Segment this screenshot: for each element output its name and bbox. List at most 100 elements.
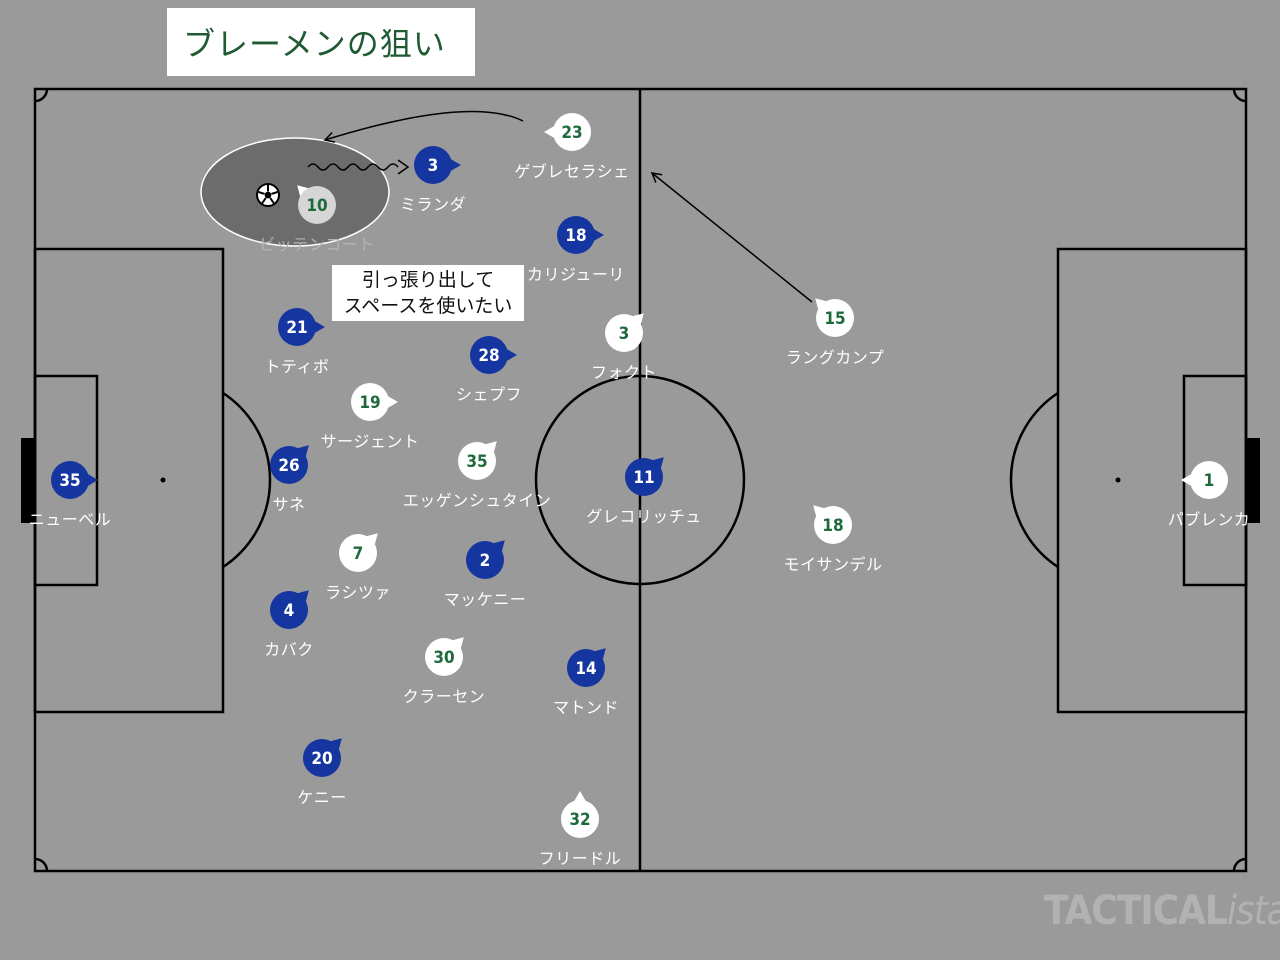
run-arrow: [323, 110, 524, 143]
player-token: [605, 314, 643, 352]
player-name: クラーセン: [403, 687, 486, 706]
player-number: 30: [433, 648, 454, 668]
dribble-arrowhead: [397, 159, 410, 175]
corner-arc: [34, 857, 49, 872]
watermark-main: TACTICAL: [1044, 888, 1228, 934]
player-marker: 14 マトンド: [553, 648, 619, 717]
watermark-suffix: ista: [1226, 888, 1280, 934]
player-token: [351, 383, 389, 421]
player-name: フォクト: [591, 363, 657, 382]
corner-arc: [1232, 857, 1247, 872]
player-token: [298, 186, 336, 224]
player-number: 1: [1204, 471, 1215, 491]
player-name: ニューベル: [29, 510, 112, 529]
player-number: 18: [565, 226, 586, 246]
player-marker: 10 ビッテンコート: [259, 185, 375, 254]
player-marker: 26 サネ: [270, 445, 309, 514]
dribble-wavy-line: [307, 163, 399, 171]
watermark-logo: TACTICALista: [1044, 888, 1280, 944]
player-token: [561, 800, 599, 838]
player-number: 14: [575, 659, 596, 679]
penalty-arc-right: [1009, 391, 1059, 569]
player-number: 15: [824, 309, 845, 329]
player-marker: 35 ニューベル: [29, 461, 112, 529]
player-name: モイサンデル: [783, 555, 882, 574]
player-token: [425, 638, 463, 676]
player-number: 20: [311, 749, 332, 769]
player-token: [414, 146, 452, 184]
player-token: [339, 534, 377, 572]
penalty-spot-left: [160, 477, 166, 483]
player-number: 23: [561, 123, 582, 143]
player-name: シェプフ: [456, 385, 522, 404]
corner-arc: [1232, 88, 1247, 103]
player-token: [278, 308, 316, 346]
player-name: カリジューリ: [527, 265, 625, 284]
player-name: マトンド: [553, 698, 619, 717]
player-marker: 7 ラシツァ: [325, 533, 391, 602]
player-number: 21: [286, 318, 307, 338]
goal-right: [1246, 438, 1260, 523]
player-number: 26: [278, 456, 299, 476]
player-marker: 35 エッゲンシュタイン: [403, 441, 552, 510]
player-name: サネ: [272, 495, 305, 514]
player-marker: 19 サージェント: [321, 383, 420, 451]
player-number: 3: [619, 324, 630, 344]
player-marker: 21 トティボ: [264, 308, 329, 376]
player-name: ケニー: [297, 788, 347, 807]
player-token: [557, 216, 595, 254]
player-name: カバク: [264, 640, 314, 659]
annotation-note: 引っ張り出して スペースを使いたい: [332, 265, 524, 321]
player-name: トティボ: [264, 357, 329, 376]
player-name: サージェント: [321, 432, 420, 451]
player-number: 2: [480, 551, 491, 571]
run-arrow: [650, 172, 813, 303]
penalty-spot-right: [1115, 477, 1121, 483]
player-token: [458, 442, 496, 480]
goal-left: [21, 438, 35, 523]
player-name: フリードル: [539, 849, 622, 868]
player-token: [553, 113, 591, 151]
player-marker: 1 パブレンカ: [1168, 461, 1251, 529]
player-token: [270, 591, 308, 629]
player-number: 3: [428, 156, 439, 176]
player-name: ラシツァ: [325, 583, 391, 602]
player-token: [1190, 461, 1228, 499]
player-number: 35: [59, 471, 80, 491]
penalty-arc-left: [222, 391, 272, 569]
player-name: ミランダ: [400, 195, 466, 214]
player-name: ビッテンコート: [259, 235, 375, 254]
player-marker: 30 クラーセン: [403, 637, 486, 706]
player-number: 10: [306, 196, 327, 216]
player-token: [470, 336, 508, 374]
diagram-title: ブレーメンの狙い: [167, 8, 475, 76]
player-name: エッゲンシュタイン: [403, 491, 552, 510]
player-token: [270, 446, 308, 484]
player-number: 35: [466, 452, 487, 472]
player-token: [814, 506, 852, 544]
player-name: パブレンカ: [1168, 510, 1251, 529]
player-token: [303, 739, 341, 777]
highlight-zone: [200, 137, 390, 247]
player-token: [567, 649, 605, 687]
soccer-ball-icon: [256, 183, 280, 207]
player-token: [816, 299, 854, 337]
corner-arc: [34, 88, 49, 103]
player-marker: 3 ミランダ: [400, 146, 466, 214]
player-number: 7: [353, 544, 364, 564]
player-token: [625, 458, 663, 496]
player-number: 19: [359, 393, 380, 413]
player-marker: 18 カリジューリ: [527, 216, 625, 284]
player-token: [466, 541, 504, 579]
player-marker: 3 フォクト: [591, 313, 657, 382]
